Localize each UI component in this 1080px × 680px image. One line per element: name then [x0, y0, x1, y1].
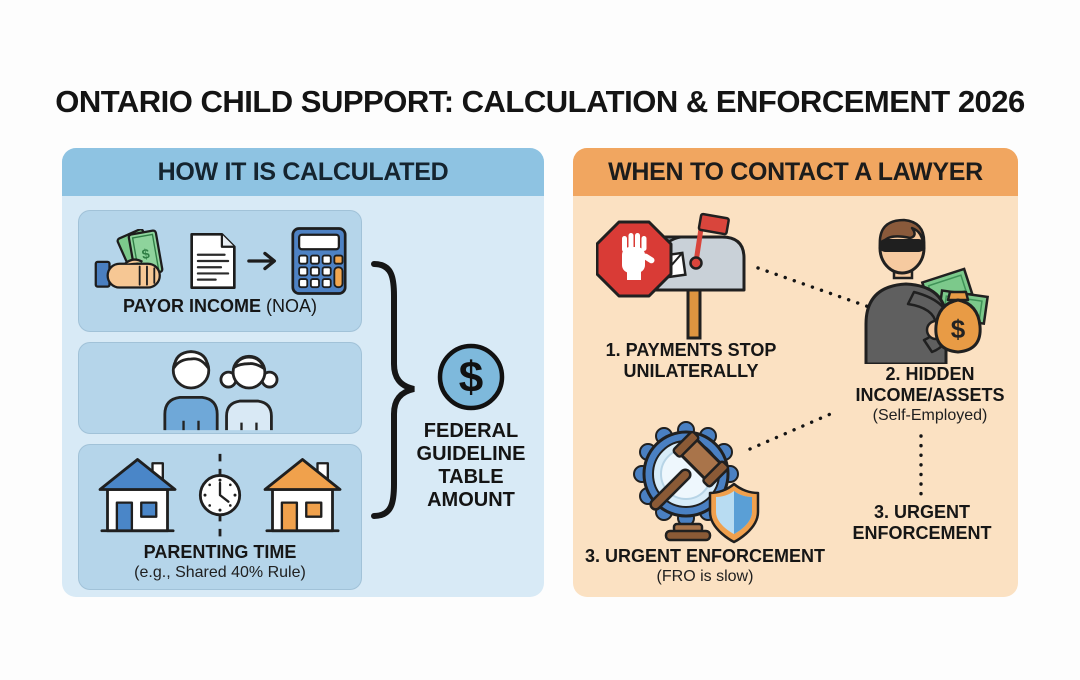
item4-urgent-enforcement: 3. URGENT ENFORCEMENT — [837, 502, 1007, 544]
shield-icon — [708, 482, 760, 544]
parenting-time-label: PARENTING TIME — [143, 541, 297, 562]
payments-stop-icon — [596, 212, 746, 340]
parenting-time-note: (e.g., Shared 40% Rule) — [134, 563, 306, 581]
calculator-icon — [291, 226, 347, 295]
item3-urgent-enforcement: 3. URGENT ENFORCEMENT (FRO is slow) — [580, 546, 830, 587]
money-bag: $ — [934, 290, 982, 354]
dollar-circle-icon: $ — [437, 343, 505, 411]
children-box — [78, 342, 362, 434]
houses-clock-icon — [98, 453, 342, 540]
payor-income-icon-row: $ — [93, 226, 347, 296]
hidden-income-icon: $ — [864, 218, 990, 364]
parenting-time-box: PARENTING TIME (e.g., Shared 40% Rule) — [78, 444, 362, 590]
item2-label: 2. HIDDEN INCOME/ASSETS — [855, 364, 1005, 405]
bag-dollar-glyph: $ — [951, 314, 966, 344]
item4-label: 3. URGENT ENFORCEMENT — [852, 502, 992, 543]
payor-income-box: $ — [78, 210, 362, 332]
item2-hidden-income: 2. HIDDEN INCOME/ASSETS (Self-Employed) — [835, 364, 1018, 426]
item3-label: 3. URGENT ENFORCEMENT — [584, 546, 825, 566]
document-icon — [190, 232, 236, 289]
children-icon — [163, 350, 279, 431]
item1-payments-stop: 1. PAYMENTS STOP UNILATERALLY — [581, 340, 801, 382]
federal-guideline-label: FEDERAL GUIDELINE TABLE AMOUNT — [416, 420, 526, 511]
bill-dollar-glyph: $ — [141, 246, 151, 262]
stop-hand-sign — [596, 220, 673, 298]
right-panel-header: WHEN TO CONTACT A LAWYER — [573, 148, 1018, 196]
payor-income-label: PAYOR INCOME (NOA) — [123, 296, 317, 317]
item3-note: (FRO is slow) — [656, 568, 754, 585]
gavel-icon — [649, 430, 730, 511]
panel-how-calculated: HOW IT IS CALCULATED $ — [62, 148, 544, 597]
left-panel-header: HOW IT IS CALCULATED — [62, 148, 544, 196]
page-title: ONTARIO CHILD SUPPORT: CALCULATION & ENF… — [55, 84, 1025, 119]
dollar-glyph: $ — [459, 353, 483, 402]
item1-label: 1. PAYMENTS STOP UNILATERALLY — [605, 340, 777, 381]
panel-contact-lawyer: WHEN TO CONTACT A LAWYER — [573, 148, 1018, 597]
curly-brace — [371, 261, 415, 519]
arrow-right-icon — [247, 251, 277, 270]
payor-income-label-note: (NOA) — [266, 295, 318, 316]
payor-income-label-bold: PAYOR INCOME — [122, 295, 261, 316]
hand-money-icon: $ — [94, 228, 164, 289]
urgent-enforcement-icon — [633, 421, 760, 544]
item2-note: (Self-Employed) — [872, 407, 988, 424]
